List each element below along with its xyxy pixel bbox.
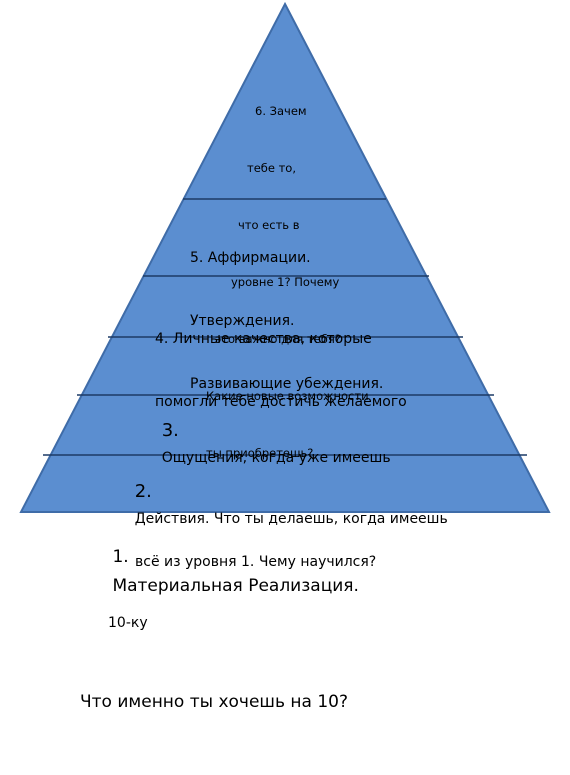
level-6-text: 6. Зачем тебе то, что есть в уровне 1? П…: [0, 64, 570, 501]
pyramid-body: [19, 1, 551, 513]
level-4-text: 4. Личные качества, которые помогли тебе…: [155, 287, 407, 455]
pyramid-diagram: 6. Зачем тебе то, что есть в уровне 1? П…: [0, 1, 570, 712]
pyramid-shape: [19, 1, 551, 513]
level-3-number: 3.: [161, 420, 179, 441]
level-5-text: 5. Аффирмации. Утверждения. Развивающие …: [190, 206, 383, 437]
level-2-number: 2.: [134, 481, 152, 502]
level-5-line-3: Развивающие убеждения.: [190, 376, 384, 392]
level-3-line-1: Ощущения, когда уже имеешь: [161, 450, 391, 466]
level-5-line-1: 5. Аффирмации.: [190, 250, 311, 266]
level-6-line-2: тебе то,: [247, 161, 296, 175]
level-6-line-4: уровне 1? Почему: [231, 275, 340, 289]
level-4-line-1: 4. Личные качества, которые: [155, 331, 372, 347]
level-1-line-2: Что именно ты хочешь на 10?: [80, 692, 348, 712]
level-6-line-6: Какие новые возможности: [206, 389, 369, 403]
level-5-line-2: Утверждения.: [190, 313, 295, 329]
level-1-number: 1.: [112, 547, 129, 567]
level-6-line-3: что есть в: [238, 218, 300, 232]
level-1-text: 1. Материальная Реализация. Что именно т…: [80, 456, 359, 775]
level-4-line-2: помогли тебе достичь желаемого: [155, 394, 407, 410]
level-6-line-7: ты приобретешь?: [206, 446, 314, 460]
level-1-line-1: Материальная Реализация.: [112, 576, 359, 596]
level-6-line-1: 6. Зачем: [255, 104, 307, 118]
level-6-line-5: это важно для тебя?: [215, 332, 341, 346]
